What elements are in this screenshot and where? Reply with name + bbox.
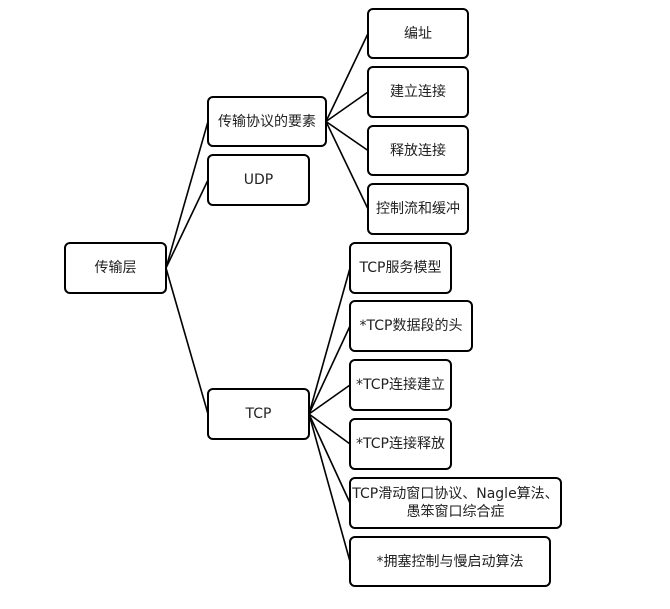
node-label: 建立连接	[390, 84, 446, 100]
node-release-connection: 释放连接	[367, 125, 469, 176]
connector-root-udp	[165, 179, 209, 269]
node-label: *TCP数据段的头	[359, 318, 463, 334]
connector-elements-establish	[325, 91, 369, 123]
node-establish-connection: 建立连接	[367, 66, 469, 118]
node-label: 传输层	[94, 260, 137, 276]
node-addressing: 编址	[367, 8, 469, 59]
node-tcp-service-model: TCP服务模型	[349, 242, 452, 294]
node-transport-layer: 传输层	[64, 242, 167, 294]
node-tcp-segment-header: *TCP数据段的头	[349, 300, 473, 352]
node-label: *TCP连接建立	[356, 377, 445, 393]
node-tcp-connection-release: *TCP连接释放	[349, 418, 452, 470]
connector-elements-release	[325, 120, 369, 152]
node-label: UDP	[243, 172, 274, 188]
connector-tcp-conn-release	[308, 413, 351, 445]
node-congestion-control: *拥塞控制与慢启动算法	[349, 536, 551, 587]
node-label: TCP服务模型	[359, 260, 442, 276]
node-label: 释放连接	[390, 142, 446, 159]
node-tcp-connection-establish: *TCP连接建立	[349, 359, 452, 411]
node-label: 传输协议的要素	[218, 113, 316, 130]
node-tcp: TCP	[207, 388, 310, 440]
node-udp: UDP	[207, 154, 310, 206]
connector-root-elements	[165, 121, 209, 269]
node-label: *拥塞控制与慢启动算法	[376, 553, 524, 570]
node-label: TCP滑动窗口协议、Nagle算法、 愚笨窗口综合症	[352, 486, 559, 520]
node-flow-control-buffering: 控制流和缓冲	[367, 183, 469, 235]
connector-tcp-sliding-window	[308, 413, 351, 504]
connector-tcp-conn-establish	[308, 384, 351, 415]
connector-elements-flow	[325, 121, 369, 210]
node-label: 编址	[404, 25, 432, 42]
connector-tcp-service-model	[308, 267, 351, 415]
node-tcp-sliding-window: TCP滑动窗口协议、Nagle算法、 愚笨窗口综合症	[349, 477, 562, 529]
connector-root-tcp	[165, 267, 209, 415]
connector-tcp-segment-header	[308, 325, 351, 415]
connector-elements-addressing	[325, 33, 369, 122]
node-label: 控制流和缓冲	[376, 201, 460, 217]
node-label: *TCP连接释放	[356, 436, 445, 452]
connector-tcp-congestion	[308, 413, 351, 562]
node-label: TCP	[245, 406, 272, 422]
node-protocol-elements: 传输协议的要素	[207, 96, 327, 147]
